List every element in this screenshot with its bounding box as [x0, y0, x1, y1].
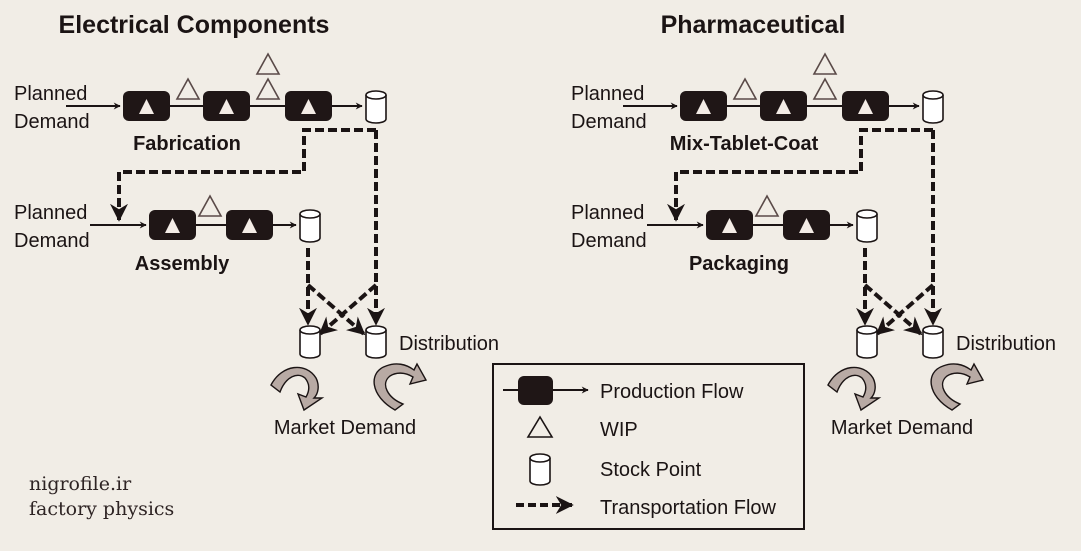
- market-demand-label: Market Demand: [274, 417, 416, 439]
- planned-demand-label: Planned: [571, 202, 644, 224]
- market-demand-arrow-left-icon: [827, 366, 882, 412]
- station-triangle-icon: [696, 99, 711, 114]
- wip-triangle-icon: [175, 77, 201, 100]
- distribution-stock-point-left-icon: [856, 325, 878, 359]
- wip-triangle-icon: [255, 77, 281, 100]
- wip-triangle-icon: [732, 77, 758, 100]
- wip-triangle-icon: [526, 415, 554, 438]
- stage1-name-label: Fabrication: [133, 133, 241, 155]
- distribution-stock-point-right-icon: [365, 325, 387, 359]
- planned-demand-label: Demand: [571, 230, 647, 252]
- station-triangle-icon: [722, 218, 737, 233]
- station-2: [760, 91, 807, 121]
- stage2-name-label: Assembly: [135, 253, 230, 275]
- station-2: [783, 210, 830, 240]
- panel-electrical: PlannedDemandFabricationPlannedDemandAss…: [14, 52, 499, 439]
- station-3: [285, 91, 332, 121]
- transport-flow-to-stage2: [667, 128, 933, 222]
- wip-triangle-icon: [255, 52, 281, 75]
- production-flow-icon: [503, 376, 589, 405]
- planned-demand-label: Demand: [571, 111, 647, 133]
- planned-demand-label: Demand: [14, 111, 90, 133]
- station-triangle-icon: [799, 218, 814, 233]
- wip-triangle-icon: [812, 77, 838, 100]
- stage1-stock-point-icon: [365, 90, 387, 124]
- market-demand-label: Market Demand: [831, 417, 973, 439]
- planned-demand-label: Planned: [14, 83, 87, 105]
- distribution-stock-point-left-icon: [299, 325, 321, 359]
- station-2: [203, 91, 250, 121]
- market-demand-arrow-left-icon: [270, 366, 325, 412]
- stage1-stock-point-icon: [922, 90, 944, 124]
- stage2-stock-point-icon: [856, 209, 878, 243]
- legend-label-wip: WIP: [600, 419, 638, 441]
- legend-label-production-flow: Production Flow: [600, 381, 744, 403]
- wip-triangle-icon: [812, 52, 838, 75]
- station-triangle-icon: [139, 99, 154, 114]
- planned-demand-label: Planned: [14, 202, 87, 224]
- legend-label-transportation-flow: Transportation Flow: [600, 497, 777, 519]
- station-2: [226, 210, 273, 240]
- station-triangle-icon: [301, 99, 316, 114]
- panel-pharmaceutical: PlannedDemandMix-Tablet-CoatPlannedDeman…: [571, 52, 1056, 439]
- legend-box: [492, 363, 805, 530]
- wip-triangle-icon: [754, 194, 780, 217]
- transport-flow-to-stage2: [110, 128, 376, 222]
- station-triangle-icon: [165, 218, 180, 233]
- planned-demand-label: Demand: [14, 230, 90, 252]
- station-1: [680, 91, 727, 121]
- station-3: [842, 91, 889, 121]
- station-triangle-icon: [219, 99, 234, 114]
- station-triangle-icon: [858, 99, 873, 114]
- stock-point-icon: [529, 453, 551, 486]
- station-1: [706, 210, 753, 240]
- transport-flow-stage1-to-dist-left: [318, 283, 378, 336]
- market-demand-arrow-right-icon: [373, 362, 428, 411]
- station-triangle-icon: [242, 218, 257, 233]
- distribution-label: Distribution: [956, 333, 1056, 355]
- stage2-name-label: Packaging: [689, 253, 789, 275]
- legend: Production Flow WIP Stock Point Transpor…: [492, 363, 805, 530]
- legend-label-stock-point: Stock Point: [600, 459, 702, 481]
- distribution-stock-point-right-icon: [922, 325, 944, 359]
- watermark-site: nigrofile.ir: [29, 473, 132, 495]
- market-demand-arrow-right-icon: [930, 362, 985, 411]
- panel-title-electrical: Electrical Components: [59, 11, 330, 39]
- station-1: [123, 91, 170, 121]
- stage1-name-label: Mix-Tablet-Coat: [670, 133, 819, 155]
- panel-title-pharmaceutical: Pharmaceutical: [661, 11, 846, 39]
- planned-demand-label: Planned: [571, 83, 644, 105]
- station-1: [149, 210, 196, 240]
- station-triangle-icon: [776, 99, 791, 114]
- stage2-stock-point-icon: [299, 209, 321, 243]
- distribution-label: Distribution: [399, 333, 499, 355]
- transport-flow-stage1-to-dist-left: [875, 283, 935, 336]
- watermark-subtitle: factory physics: [29, 498, 174, 520]
- wip-triangle-icon: [197, 194, 223, 217]
